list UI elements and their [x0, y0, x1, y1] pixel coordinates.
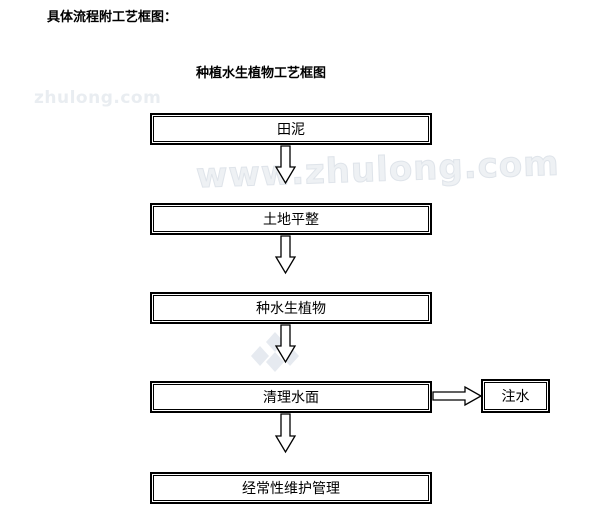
step-label: 土地平整 — [263, 212, 319, 228]
step-box-fill-water: 注水 — [481, 379, 550, 413]
down-arrow-icon — [274, 145, 297, 185]
down-arrow-icon — [274, 413, 297, 454]
step-label: 种水生植物 — [256, 301, 326, 317]
step-label: 注水 — [501, 389, 530, 405]
step-box-field-mud: 田泥 — [150, 113, 432, 145]
step-label: 田泥 — [277, 122, 305, 138]
step-box-maintenance: 经常性维护管理 — [150, 472, 432, 504]
down-arrow-icon — [274, 324, 297, 364]
step-box-land-leveling: 土地平整 — [150, 203, 432, 235]
down-arrow-icon — [274, 235, 297, 275]
watermark-text: zhulong.com — [34, 88, 162, 108]
step-label: 经常性维护管理 — [242, 481, 340, 497]
right-arrow-icon — [432, 385, 483, 407]
step-box-plant-aquatic: 种水生植物 — [150, 292, 432, 324]
section-heading: 具体流程附工艺框图： — [47, 10, 178, 25]
step-box-clean-water-surface: 清理水面 — [150, 381, 432, 413]
diagram-title: 种植水生植物工艺框图 — [196, 66, 327, 81]
step-label: 清理水面 — [263, 390, 319, 406]
